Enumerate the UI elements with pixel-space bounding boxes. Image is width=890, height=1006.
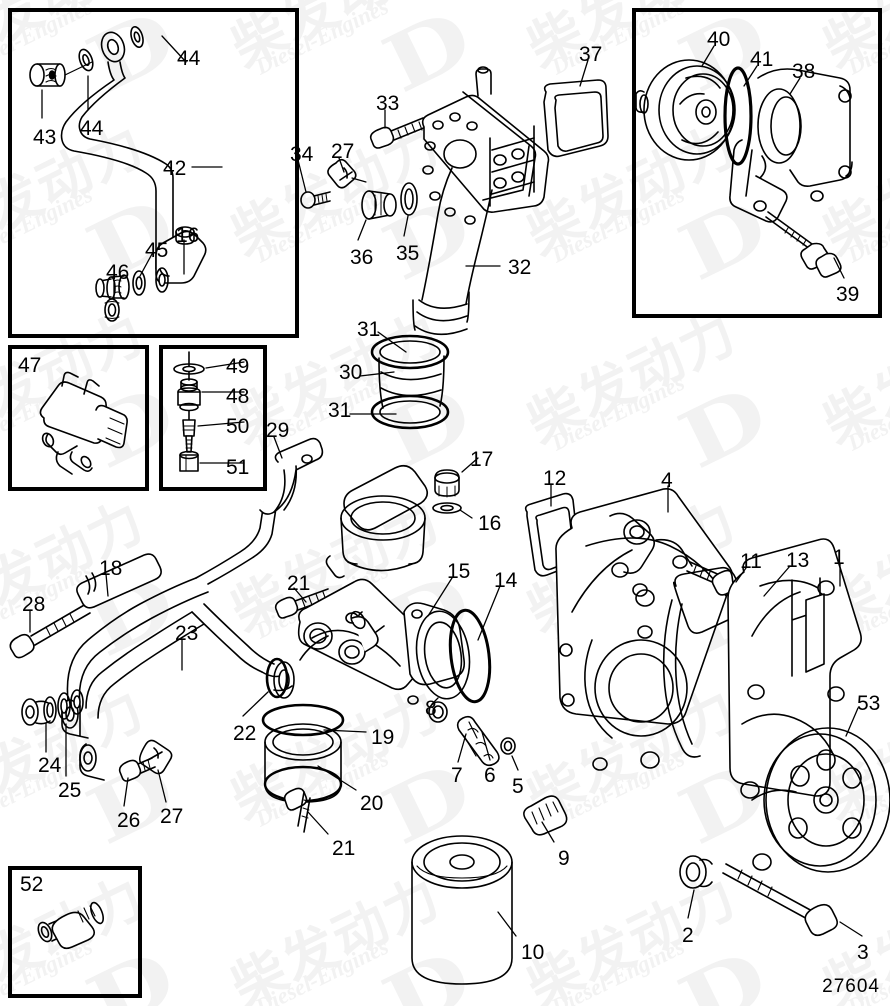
inset-nipple-52 [37,901,105,950]
inset-frame-top-right [632,8,882,318]
leader-lines [29,35,863,937]
callout-21: 21 [287,572,311,595]
callout-35: 35 [396,242,420,265]
inset-solenoid-art [39,371,128,475]
callout-41: 41 [750,48,774,71]
callout-9: 9 [558,847,570,870]
callout-11: 11 [740,550,762,573]
callout-47: 47 [18,354,42,377]
inset-frame-top-left [8,8,299,338]
timing-cover-art [555,488,890,937]
callout-42: 42 [163,157,187,180]
callout-10: 10 [521,941,545,964]
callout-13: 13 [786,549,810,572]
callout-32: 32 [508,256,532,279]
oil-cooler-housing-art [259,437,568,985]
callout-15: 15 [447,560,471,583]
callout-16: 16 [176,224,200,247]
callout-28: 28 [22,593,46,616]
callout-4: 4 [661,469,673,492]
callout-25: 25 [58,779,82,802]
callout-53: 53 [857,692,881,715]
callout-1: 1 [833,546,845,569]
callout-44: 44 [177,47,201,70]
inset-frame-solenoid-47 [8,345,149,491]
callout-21: 21 [332,837,356,860]
callout-19: 19 [371,726,395,749]
gasket-37 [543,79,609,158]
callout-26: 26 [117,809,141,832]
callout-39: 39 [836,283,860,306]
callout-44: 44 [80,117,104,140]
callout-2: 2 [682,924,694,947]
callout-37: 37 [579,43,603,66]
intake-elbow-art [300,66,550,579]
callout-3: 3 [857,941,869,964]
callout-17: 17 [470,448,494,471]
callout-45: 45 [145,239,169,262]
callout-24: 24 [38,754,62,777]
callout-16: 16 [478,512,502,535]
callout-7: 7 [451,764,463,787]
callout-50: 50 [226,415,250,438]
callout-31: 31 [328,399,352,422]
callout-52: 52 [20,873,44,896]
callout-46: 46 [106,261,130,284]
callout-49: 49 [226,355,250,378]
callout-6: 6 [484,764,496,787]
inset-frame-sensor-stack [159,345,267,491]
callout-43: 43 [33,126,57,149]
callout-34: 34 [290,143,314,166]
callout-38: 38 [792,60,816,83]
callout-36: 36 [350,246,374,269]
inset-sensor-art [173,351,205,472]
callout-14: 14 [494,569,518,592]
callout-5: 5 [512,775,524,798]
diagram-number: 27604 [822,976,880,997]
callout-20: 20 [360,792,384,815]
inset-frame-nipple-52 [8,866,142,998]
inset-oil-pipe-art [29,25,207,322]
callout-27: 27 [160,805,184,828]
coolant-hoses-art [9,501,295,782]
callout-27: 27 [331,140,355,163]
callout-22: 22 [233,722,257,745]
callout-29: 29 [266,419,290,442]
callout-48: 48 [226,385,250,408]
callout-23: 23 [175,622,199,645]
callout-12: 12 [543,467,567,490]
callout-40: 40 [707,28,731,51]
callout-30: 30 [339,361,363,384]
callout-8: 8 [425,697,437,720]
callout-33: 33 [376,92,400,115]
callout-51: 51 [226,456,250,479]
callout-31: 31 [357,318,381,341]
callout-18: 18 [99,557,123,580]
